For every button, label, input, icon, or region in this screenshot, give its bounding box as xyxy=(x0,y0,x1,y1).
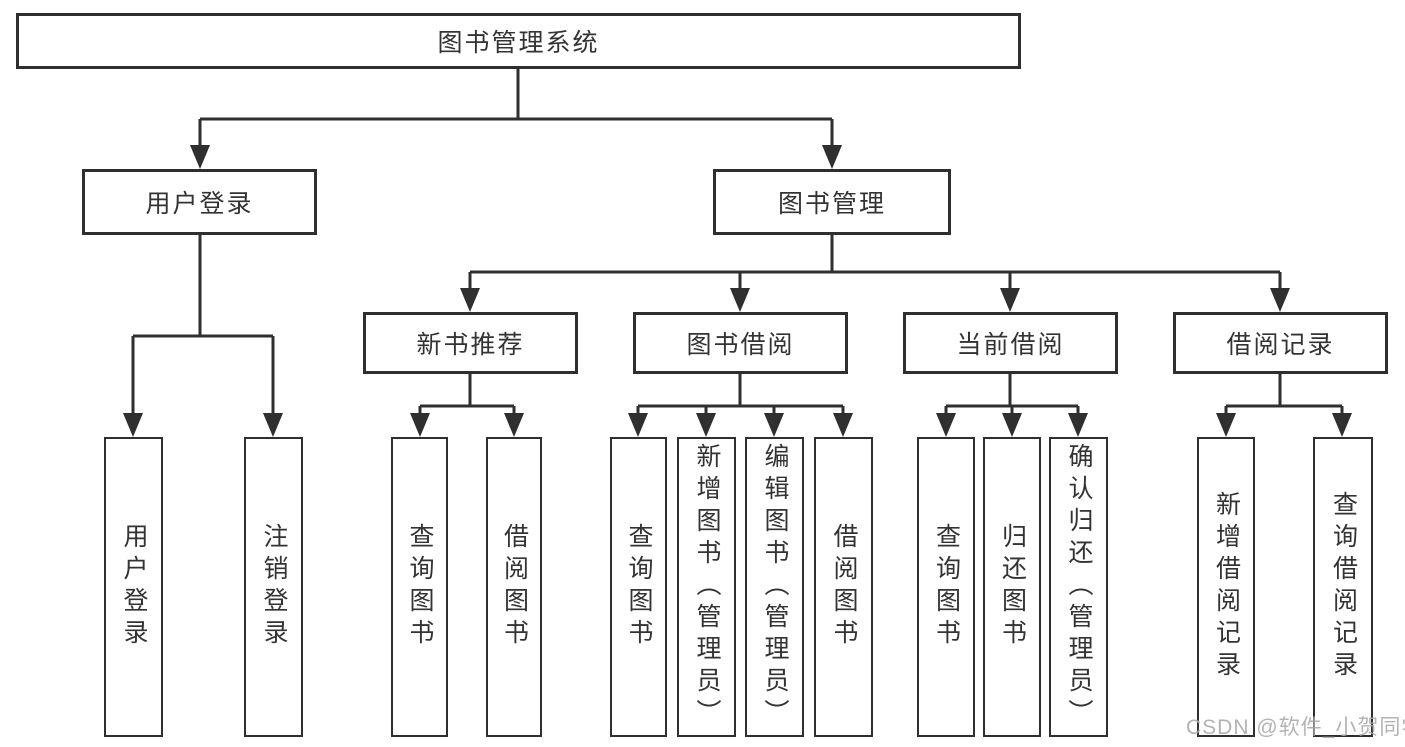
node-book-borrow: 图书借阅 xyxy=(633,312,848,374)
leaf-logout-login: 注销登录 xyxy=(244,437,303,737)
leaf-edit-books-admin: 编辑图书（管理员） xyxy=(745,437,804,737)
node-borrow-records: 借阅记录 xyxy=(1173,312,1388,374)
connector-shafts xyxy=(131,69,1344,420)
leaf-add-borrow-record: 新增借阅记录 xyxy=(1197,437,1255,737)
leaf-borrow-books: 借阅图书 xyxy=(814,437,873,737)
leaf-confirm-return-admin: 确认归还（管理员） xyxy=(1049,437,1108,737)
arrowheads xyxy=(123,145,1352,437)
node-user-login: 用户登录 xyxy=(82,169,317,235)
node-current-borrow: 当前借阅 xyxy=(903,312,1118,374)
leaf-query-books-borrow: 查询图书 xyxy=(610,437,667,737)
leaf-query-books-recommend: 查询图书 xyxy=(391,437,448,737)
leaf-add-books-admin: 新增图书（管理员） xyxy=(677,437,736,737)
leaf-borrow-books-recommend: 借阅图书 xyxy=(486,437,542,737)
watermark: CSDN @软件_小贺同学 xyxy=(1186,716,1405,739)
node-new-book-recommend: 新书推荐 xyxy=(363,312,578,374)
leaf-return-books: 归还图书 xyxy=(983,437,1041,737)
leaf-query-books-current: 查询图书 xyxy=(917,437,975,737)
leaf-query-borrow-record: 查询借阅记录 xyxy=(1313,437,1373,737)
leaf-user-login: 用户登录 xyxy=(104,437,163,737)
node-book-management: 图书管理 xyxy=(713,169,951,235)
node-library-management-system: 图书管理系统 xyxy=(16,13,1021,69)
